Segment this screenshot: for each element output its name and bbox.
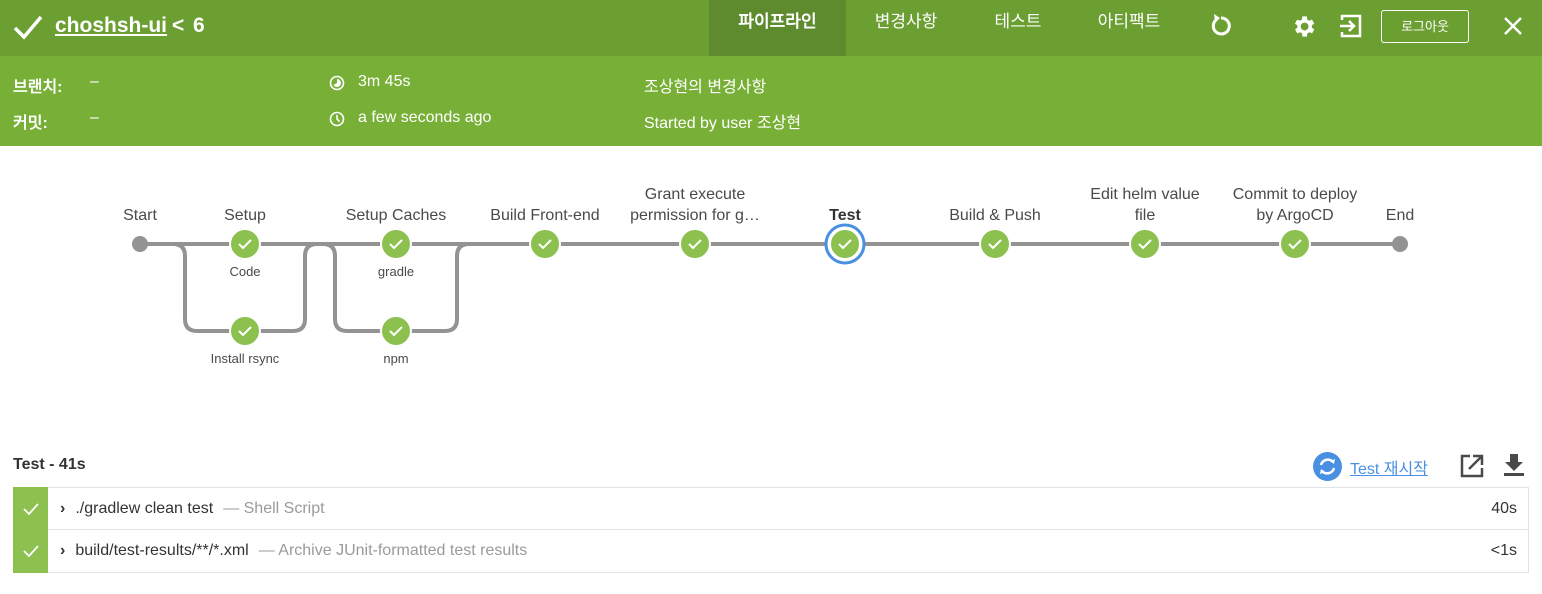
node-grant-execute[interactable] (679, 228, 711, 260)
build-number: 6 (193, 14, 205, 37)
breadcrumb-separator: < (172, 14, 185, 37)
stage-label-test: Test (829, 207, 861, 224)
branch-label-gradle: gradle (378, 264, 414, 279)
stage-label-commit: Commit to deploy (1233, 186, 1358, 203)
success-check-icon (13, 15, 43, 40)
stage-label-edit-helm: Edit helm value (1090, 186, 1199, 203)
start-node (132, 236, 148, 252)
node-test[interactable] (829, 228, 861, 260)
commit-value: – (90, 109, 99, 126)
step-command: build/test-results/**/*.xml (75, 542, 249, 559)
node-build-push[interactable] (979, 228, 1011, 260)
step-row[interactable]: › build/test-results/**/*.xml — Archive … (13, 529, 1529, 573)
branch-label-npm: npm (383, 351, 408, 366)
tab-pipeline[interactable]: 파이프라인 (709, 0, 846, 56)
clock-icon (329, 111, 345, 127)
restart-stage-link[interactable]: Test 재시작 (1350, 460, 1428, 478)
check-icon (538, 239, 552, 250)
success-node[interactable] (229, 228, 261, 260)
node-code[interactable] (229, 228, 261, 260)
changes-text: 조상현의 변경사항 (644, 79, 767, 96)
commit-label: 커밋: (13, 115, 48, 132)
duration: 3m 45s (358, 73, 411, 90)
branch-label-install-rsync: Install rsync (211, 351, 280, 366)
rerun-icon[interactable] (1207, 11, 1235, 39)
check-icon (389, 239, 403, 250)
stage-label-build-push: Build & Push (949, 207, 1041, 224)
check-icon (1288, 239, 1302, 250)
check-icon (238, 239, 252, 250)
success-node[interactable] (1279, 228, 1311, 260)
stage-label-grant-2: permission for g… (630, 207, 760, 224)
step-row[interactable]: › ./gradlew clean test — Shell Script 40… (13, 487, 1529, 530)
stage-label-start: Start (123, 207, 157, 224)
tab-changes[interactable]: 변경사항 (874, 12, 938, 31)
check-icon (389, 326, 403, 337)
success-node[interactable] (829, 228, 861, 260)
stage-label-edit-helm-2: file (1135, 207, 1156, 224)
close-icon[interactable] (1503, 16, 1523, 36)
branch-label: 브랜치: (13, 79, 63, 96)
step-description: — Shell Script (223, 499, 325, 517)
success-node[interactable] (380, 315, 412, 347)
chevron-right-icon[interactable]: › (60, 542, 66, 559)
started-by: Started by user 조상현 (644, 115, 802, 132)
step-section-title: Test - 41s (13, 456, 86, 473)
success-check-icon (13, 487, 48, 530)
check-icon (838, 239, 852, 250)
pipeline-graph: Start Setup Code Install rsync Setup Cac… (123, 186, 1414, 366)
success-node[interactable] (1129, 228, 1161, 260)
stage-label-grant: Grant execute (645, 186, 746, 203)
top-bar: choshsh-ui < 6 파이프라인 변경사항 테스트 아티팩트 로그아웃 (0, 0, 1542, 56)
node-gradle[interactable] (380, 228, 412, 260)
success-node[interactable] (380, 228, 412, 260)
exit-icon[interactable] (1338, 13, 1364, 39)
restart-icon[interactable] (1313, 452, 1342, 481)
check-icon (688, 239, 702, 250)
started-time: a few seconds ago (358, 109, 492, 126)
success-node[interactable] (679, 228, 711, 260)
node-commit-deploy[interactable] (1279, 228, 1311, 260)
check-icon (1138, 239, 1152, 250)
open-external-icon[interactable] (1460, 454, 1484, 478)
chevron-right-icon[interactable]: › (60, 499, 66, 517)
end-node (1392, 236, 1408, 252)
success-check-icon (13, 529, 48, 573)
logout-button[interactable]: 로그아웃 (1381, 10, 1469, 43)
stage-label-end: End (1386, 207, 1414, 224)
gear-icon[interactable] (1290, 13, 1317, 40)
job-name-link[interactable]: choshsh-ui (55, 14, 168, 37)
success-node[interactable] (229, 315, 261, 347)
run-summary: 브랜치: – 커밋: – 3m 45s a few seconds ago 조상… (0, 56, 1542, 146)
step-command: ./gradlew clean test (75, 499, 214, 517)
node-build-front-end[interactable] (529, 228, 561, 260)
duration-icon (329, 75, 345, 91)
stage-label-setup-caches: Setup Caches (346, 207, 447, 224)
stage-label-build-front-end: Build Front-end (490, 207, 599, 224)
check-icon (238, 326, 252, 337)
node-edit-helm[interactable] (1129, 228, 1161, 260)
node-npm[interactable] (380, 315, 412, 347)
tab-tests[interactable]: 테스트 (994, 12, 1042, 31)
stage-label-commit-2: by ArgoCD (1256, 207, 1333, 224)
step-duration: 40s (1491, 499, 1517, 517)
check-icon (988, 239, 1002, 250)
restart-stage-button[interactable]: Test 재시작 (1313, 452, 1428, 481)
download-icon[interactable] (1504, 454, 1524, 476)
tab-artifacts[interactable]: 아티팩트 (1097, 12, 1161, 31)
node-install-rsync[interactable] (229, 315, 261, 347)
stage-label-setup: Setup (224, 207, 266, 224)
step-list: › ./gradlew clean test — Shell Script 40… (13, 487, 1529, 573)
step-duration: <1s (1490, 542, 1517, 559)
success-node[interactable] (979, 228, 1011, 260)
success-node[interactable] (529, 228, 561, 260)
step-description: — Archive JUnit-formatted test results (258, 542, 528, 559)
pipeline-connectors (140, 242, 1400, 333)
branch-value: – (90, 73, 99, 90)
branch-label-code: Code (229, 264, 260, 279)
